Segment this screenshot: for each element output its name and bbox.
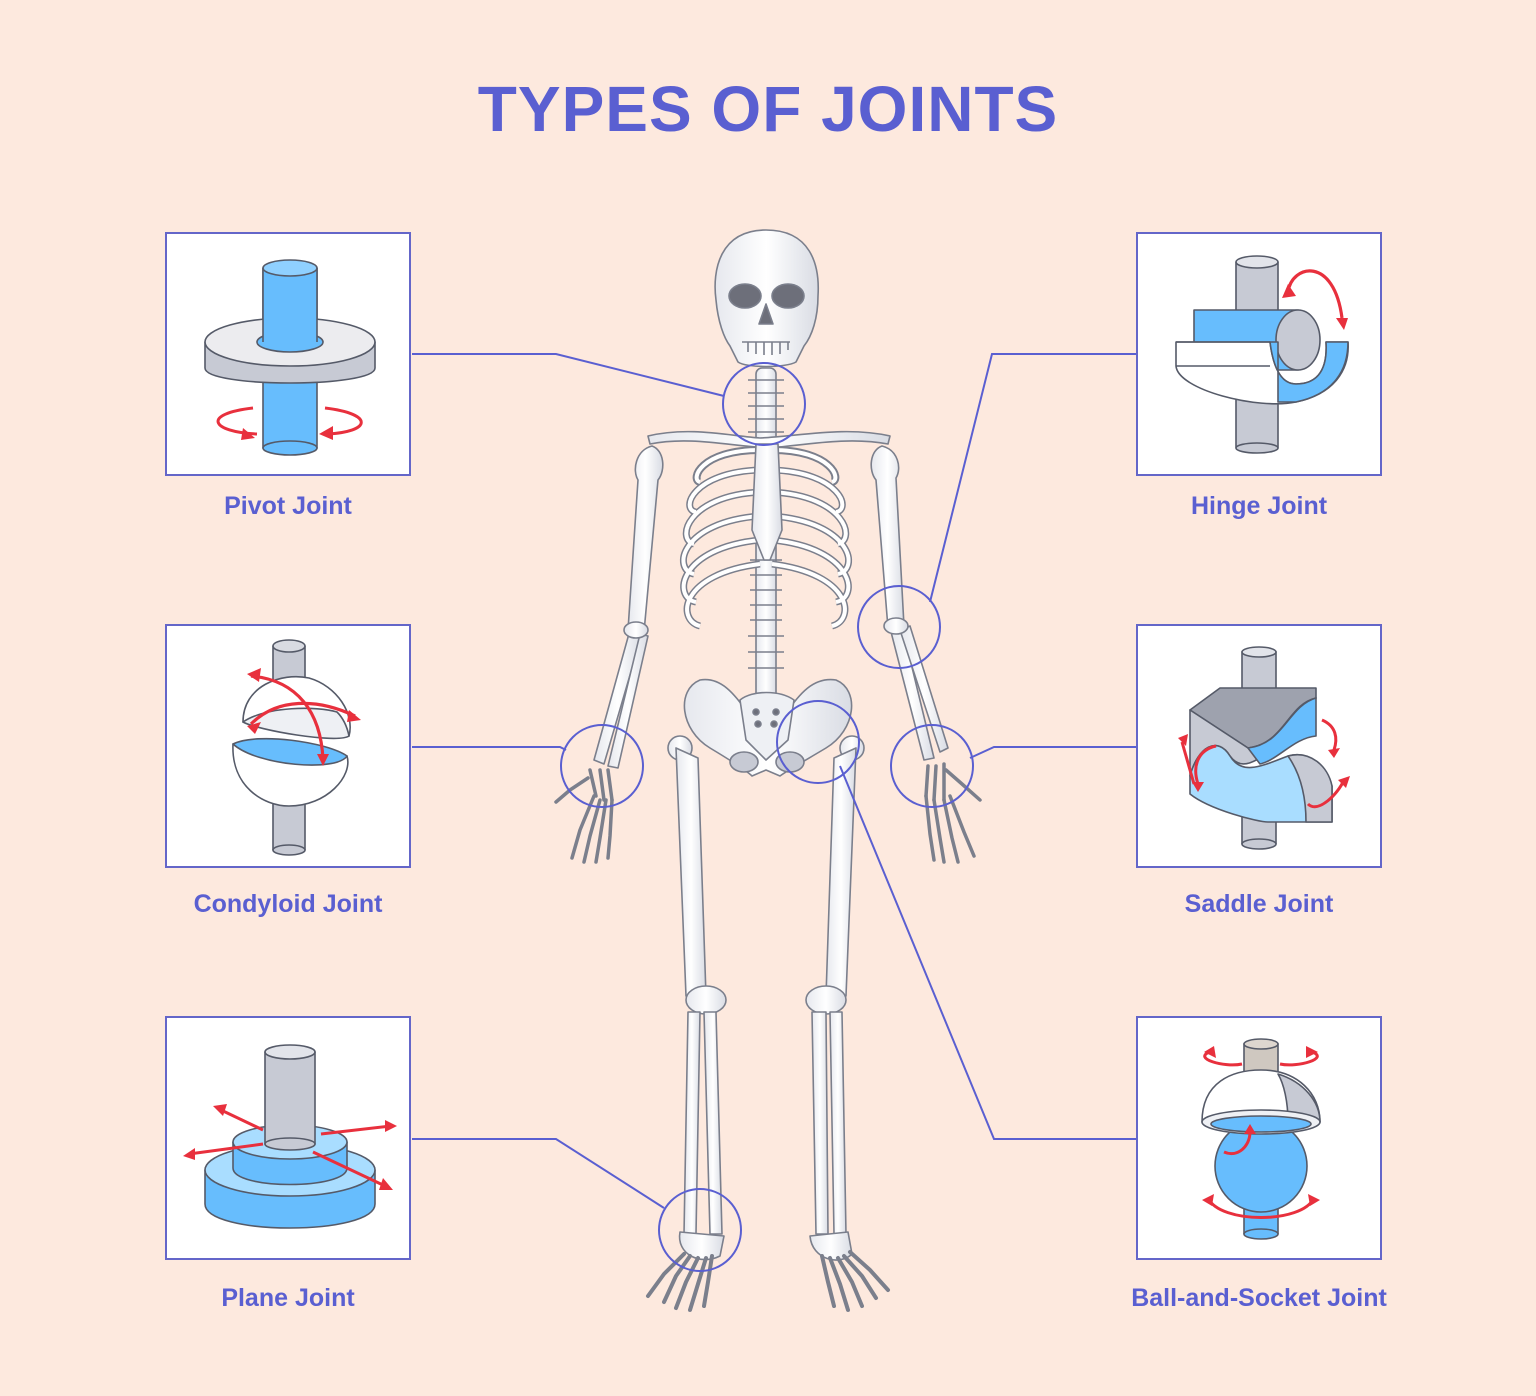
label-pivot-joint: Pivot Joint: [224, 492, 352, 520]
page-title: TYPES OF JOINTS: [477, 73, 1059, 145]
saddle-joint-icon: [1178, 646, 1350, 850]
right-arm: [870, 445, 949, 761]
left-hand: [554, 768, 614, 864]
pelvis: [683, 678, 853, 777]
sternum: [751, 443, 783, 561]
skull: [714, 229, 820, 368]
label-hinge-joint: Hinge Joint: [1190, 492, 1328, 520]
highlight-hip: [776, 700, 860, 784]
label-plane-joint: Plane Joint: [221, 1284, 355, 1312]
label-saddle-joint: Saddle Joint: [1184, 890, 1334, 918]
plane-joint-icon: [183, 1044, 397, 1229]
connector-pivot: [412, 353, 725, 397]
connector-hinge: [929, 353, 1137, 603]
connector-saddle: [969, 746, 1137, 759]
pivot-joint-icon: [204, 259, 376, 456]
left-arm: [593, 445, 664, 769]
connector-condyloid: [412, 746, 567, 751]
highlight-neck: [722, 362, 806, 446]
highlight-ankle: [658, 1188, 742, 1272]
panel-condyloid-joint: [165, 624, 411, 868]
panel-plane-joint: [165, 1016, 411, 1260]
highlight-elbow: [857, 585, 941, 669]
label-ball-socket-joint: Ball-and-Socket Joint: [1131, 1284, 1387, 1312]
right-leg: [805, 735, 865, 1261]
right-foot: [820, 1250, 890, 1312]
connector-lines: [412, 353, 1137, 1209]
right-hand: [924, 762, 982, 864]
joint-highlights: [560, 362, 974, 1272]
ball-socket-joint-icon: [1201, 1038, 1321, 1240]
condyloid-joint-icon: [232, 639, 361, 856]
hinge-joint-icon: [1175, 255, 1349, 454]
label-condyloid-joint: Condyloid Joint: [193, 890, 383, 918]
highlight-left-wrist: [560, 724, 644, 808]
connector-plane: [412, 1138, 665, 1209]
left-leg: [667, 735, 727, 1261]
left-foot: [646, 1252, 714, 1312]
panel-ball-socket-joint: [1136, 1016, 1382, 1260]
panel-pivot-joint: [165, 232, 411, 476]
panel-hinge-joint: [1136, 232, 1382, 476]
highlight-right-wrist: [890, 724, 974, 808]
skeleton: [554, 229, 982, 1312]
connector-ball-socket: [839, 765, 1137, 1140]
ribcage-inner: [681, 448, 851, 628]
panel-saddle-joint: [1136, 624, 1382, 868]
